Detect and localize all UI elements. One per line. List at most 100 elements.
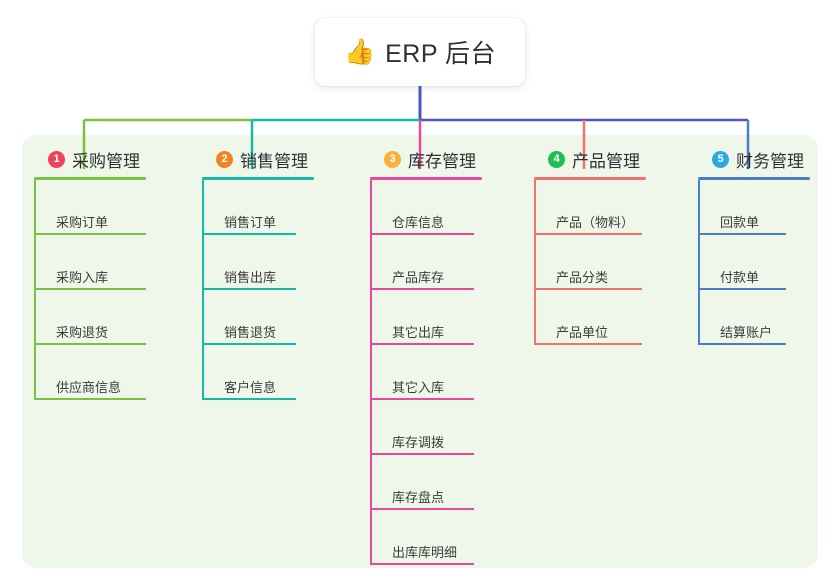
leaf-item-label: 库存调拨	[392, 435, 445, 450]
branch-number-badge: 4	[548, 150, 565, 168]
leaf-item-label: 采购订单	[56, 215, 109, 230]
leaf-item-label: 供应商信息	[56, 380, 122, 395]
leaf-item-rule	[202, 343, 296, 345]
leaf-list: 销售订单销售出库销售退货客户信息	[202, 180, 352, 400]
branch-underline	[34, 177, 146, 180]
leaf-item[interactable]: 仓库信息	[370, 180, 520, 235]
leaf-item-label: 库存盘点	[392, 490, 445, 505]
leaf-item-label: 客户信息	[224, 380, 277, 395]
branch-underline	[202, 177, 314, 180]
leaf-item-rule	[370, 453, 474, 455]
leaf-item[interactable]: 付款单	[698, 235, 839, 290]
leaf-item-rule	[370, 508, 474, 510]
leaf-item[interactable]: 采购订单	[34, 180, 184, 235]
leaf-item-label: 产品（物料）	[556, 215, 635, 230]
leaf-item-label: 产品分类	[556, 270, 609, 285]
branch-column-1: 1 采购管理采购订单采购入库采购退货供应商信息	[34, 147, 184, 400]
leaf-item-label: 仓库信息	[392, 215, 445, 230]
branch-underline	[534, 177, 646, 180]
branch-column-4: 4 产品管理产品（物料） 产品分类产品单位	[534, 147, 684, 345]
leaf-item[interactable]: 产品单位	[534, 290, 684, 345]
leaf-item[interactable]: 客户信息	[202, 345, 352, 400]
branch-column-5: 5 财务管理回款单付款单结算账户	[698, 147, 839, 345]
branch-underline	[698, 177, 810, 180]
leaf-item[interactable]: 其它入库	[370, 345, 520, 400]
leaf-item-rule	[370, 398, 474, 400]
branch-spine	[34, 180, 36, 400]
leaf-item[interactable]: 销售出库	[202, 235, 352, 290]
leaf-item-rule	[34, 398, 146, 400]
branch-header-4[interactable]: 4 产品管理	[534, 147, 684, 171]
leaf-list: 仓库信息产品库存其它出库其它入库库存调拨库存盘点出库库明细	[370, 180, 520, 565]
branch-title: 产品管理	[572, 151, 640, 171]
branch-spine	[698, 180, 700, 345]
leaf-item-rule	[370, 563, 474, 565]
leaf-item-label: 付款单	[720, 270, 760, 285]
branch-spine	[370, 180, 372, 565]
leaf-item-label: 采购入库	[56, 270, 109, 285]
leaf-list: 采购订单采购入库采购退货供应商信息	[34, 180, 184, 400]
branch-header-2[interactable]: 2 销售管理	[202, 147, 352, 171]
leaf-list: 产品（物料） 产品分类产品单位	[534, 180, 684, 345]
root-node-card[interactable]: 👍 ERP 后台	[315, 18, 525, 86]
thumbs-up-emoji: 👍	[343, 37, 376, 66]
leaf-item-rule	[534, 343, 642, 345]
leaf-item-label: 采购退货	[56, 325, 109, 340]
branch-number-badge: 2	[216, 150, 233, 168]
leaf-item-rule	[698, 288, 786, 290]
leaf-list: 回款单付款单结算账户	[698, 180, 839, 345]
branch-header-3[interactable]: 3 库存管理	[370, 147, 520, 171]
branch-header-1[interactable]: 1 采购管理	[34, 147, 184, 171]
branch-spine	[534, 180, 536, 345]
leaf-item-label: 产品库存	[392, 270, 445, 285]
leaf-item-label: 销售出库	[224, 270, 277, 285]
branch-spine	[202, 180, 204, 400]
leaf-item[interactable]: 采购入库	[34, 235, 184, 290]
leaf-item-rule	[698, 233, 786, 235]
leaf-item[interactable]: 其它出库	[370, 290, 520, 345]
branch-title: 销售管理	[240, 151, 308, 171]
leaf-item[interactable]: 库存调拨	[370, 400, 520, 455]
leaf-item[interactable]: 回款单	[698, 180, 839, 235]
branches-panel	[22, 135, 818, 568]
leaf-item[interactable]: 产品库存	[370, 235, 520, 290]
leaf-item-label: 出库库明细	[392, 545, 458, 560]
leaf-item-label: 回款单	[720, 215, 760, 230]
leaf-item-rule	[202, 288, 296, 290]
branch-column-3: 3 库存管理仓库信息产品库存其它出库其它入库库存调拨库存盘点出库库明细	[370, 147, 520, 565]
root-node-title: ERP 后台	[385, 40, 497, 68]
leaf-item-rule	[698, 343, 786, 345]
branch-column-2: 2 销售管理销售订单销售出库销售退货客户信息	[202, 147, 352, 400]
leaf-item[interactable]: 销售退货	[202, 290, 352, 345]
leaf-item[interactable]: 销售订单	[202, 180, 352, 235]
branch-title: 库存管理	[408, 151, 476, 171]
leaf-item-rule	[34, 343, 146, 345]
leaf-item-rule	[370, 233, 474, 235]
leaf-item-label: 产品单位	[556, 325, 609, 340]
leaf-item[interactable]: 结算账户	[698, 290, 839, 345]
branch-number-badge: 5	[712, 150, 729, 168]
branch-number-badge: 1	[48, 150, 65, 168]
leaf-item-rule	[34, 233, 146, 235]
leaf-item-rule	[534, 288, 642, 290]
leaf-item[interactable]: 供应商信息	[34, 345, 184, 400]
leaf-item[interactable]: 出库库明细	[370, 510, 520, 565]
leaf-item[interactable]: 产品分类	[534, 235, 684, 290]
branch-header-5[interactable]: 5 财务管理	[698, 147, 839, 171]
leaf-item[interactable]: 库存盘点	[370, 455, 520, 510]
leaf-item-label: 其它出库	[392, 325, 445, 340]
leaf-item-rule	[370, 343, 474, 345]
branch-underline	[370, 177, 482, 180]
branch-title: 财务管理	[736, 151, 804, 171]
leaf-item-label: 销售退货	[224, 325, 277, 340]
leaf-item-rule	[34, 288, 146, 290]
leaf-item[interactable]: 采购退货	[34, 290, 184, 345]
leaf-item-label: 结算账户	[720, 325, 773, 340]
leaf-item-label: 其它入库	[392, 380, 445, 395]
leaf-item[interactable]: 产品（物料）	[534, 180, 684, 235]
leaf-item-rule	[202, 398, 296, 400]
branch-title: 采购管理	[72, 151, 140, 171]
leaf-item-rule	[534, 233, 642, 235]
branch-number-badge: 3	[384, 150, 401, 168]
